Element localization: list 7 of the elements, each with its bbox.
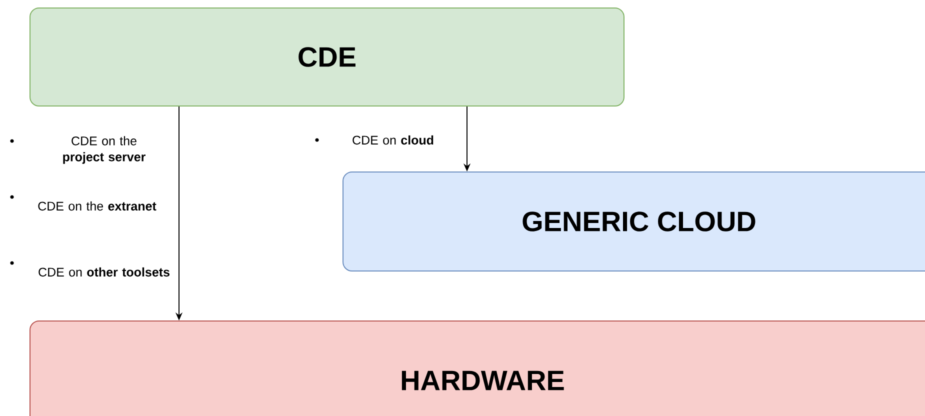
bullet-text: CDE on cloud [352,135,434,145]
process-box: CDE [30,8,624,106]
bullet-text: CDE on other toolsets [38,267,170,277]
bullet-text: CDE on the extranet [38,201,156,211]
bullet-text: CDE on the project server [63,136,146,164]
process-box: HARDWARE [30,320,925,416]
process-box: GENERIC CLOUD [342,172,925,272]
